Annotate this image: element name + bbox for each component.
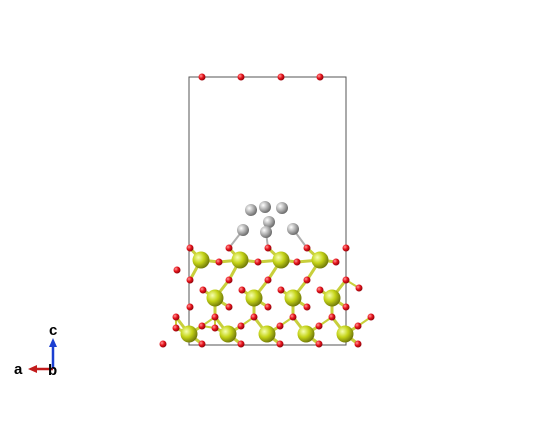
oxygen-atom[interactable] bbox=[276, 340, 284, 348]
metal-atom[interactable] bbox=[336, 325, 354, 343]
metal-atom[interactable] bbox=[192, 251, 210, 269]
metal-atom[interactable] bbox=[311, 251, 329, 269]
oxygen-atom[interactable] bbox=[293, 258, 301, 266]
unit-cell-outline bbox=[188, 76, 347, 346]
oxygen-atom[interactable] bbox=[316, 286, 324, 294]
oxygen-atom[interactable] bbox=[172, 324, 180, 332]
oxygen-atom[interactable] bbox=[225, 303, 233, 311]
oxygen-atom[interactable] bbox=[367, 313, 375, 321]
oxygen-atom[interactable] bbox=[225, 276, 233, 284]
oxygen-atom[interactable] bbox=[354, 322, 362, 330]
oxygen-atom[interactable] bbox=[332, 258, 340, 266]
metal-atom[interactable] bbox=[272, 251, 290, 269]
oxygen-atom[interactable] bbox=[238, 286, 246, 294]
metal-atom[interactable] bbox=[206, 289, 224, 307]
oxygen-atom[interactable] bbox=[172, 313, 180, 321]
oxygen-atom[interactable] bbox=[173, 266, 181, 274]
oxygen-atom[interactable] bbox=[199, 286, 207, 294]
oxygen-atom[interactable] bbox=[198, 73, 206, 81]
metal-atom[interactable] bbox=[180, 325, 198, 343]
oxygen-atom[interactable] bbox=[354, 340, 362, 348]
oxygen-atom[interactable] bbox=[315, 340, 323, 348]
oxygen-atom[interactable] bbox=[186, 244, 194, 252]
c-axis-label: c bbox=[49, 322, 57, 339]
oxygen-atom[interactable] bbox=[237, 340, 245, 348]
oxygen-atom[interactable] bbox=[316, 73, 324, 81]
oxygen-atom[interactable] bbox=[315, 322, 323, 330]
metal-atom[interactable] bbox=[245, 289, 263, 307]
oxygen-atom[interactable] bbox=[215, 258, 223, 266]
oxygen-atom[interactable] bbox=[342, 276, 350, 284]
oxygen-atom[interactable] bbox=[342, 244, 350, 252]
oxygen-atom[interactable] bbox=[264, 244, 272, 252]
oxygen-atom[interactable] bbox=[303, 244, 311, 252]
oxygen-atom[interactable] bbox=[254, 258, 262, 266]
oxygen-atom[interactable] bbox=[289, 313, 297, 321]
metal-atom[interactable] bbox=[231, 251, 249, 269]
adsorbate-atom[interactable] bbox=[237, 224, 249, 236]
oxygen-atom[interactable] bbox=[198, 340, 206, 348]
oxygen-atom[interactable] bbox=[277, 73, 285, 81]
oxygen-atom[interactable] bbox=[237, 73, 245, 81]
oxygen-atom[interactable] bbox=[198, 322, 206, 330]
metal-atom[interactable] bbox=[323, 289, 341, 307]
a-axis-label: a bbox=[14, 361, 23, 378]
axis-indicator: c a b bbox=[14, 322, 57, 379]
oxygen-atom[interactable] bbox=[237, 322, 245, 330]
metal-atom[interactable] bbox=[284, 289, 302, 307]
adsorbate-atom[interactable] bbox=[276, 202, 288, 214]
c-axis-arrowhead bbox=[49, 338, 57, 347]
a-axis-arrowhead bbox=[28, 365, 37, 373]
oxygen-atom[interactable] bbox=[303, 276, 311, 284]
metal-atom[interactable] bbox=[219, 325, 237, 343]
metal-atom[interactable] bbox=[258, 325, 276, 343]
oxygen-atom[interactable] bbox=[159, 340, 167, 348]
adsorbate-atom[interactable] bbox=[245, 204, 257, 216]
adsorbate-atom[interactable] bbox=[263, 216, 275, 228]
oxygen-atom[interactable] bbox=[355, 284, 363, 292]
adsorbate-atom[interactable] bbox=[287, 223, 299, 235]
oxygen-atom[interactable] bbox=[250, 313, 258, 321]
b-axis-label: b bbox=[48, 362, 57, 379]
oxygen-atom[interactable] bbox=[264, 303, 272, 311]
oxygen-atom[interactable] bbox=[303, 303, 311, 311]
oxygen-atom[interactable] bbox=[225, 244, 233, 252]
oxygen-atom[interactable] bbox=[186, 303, 194, 311]
oxygen-atom[interactable] bbox=[276, 322, 284, 330]
oxygen-atom[interactable] bbox=[328, 313, 336, 321]
oxygen-atom[interactable] bbox=[277, 286, 285, 294]
oxygen-atom[interactable] bbox=[211, 324, 219, 332]
atom-layer[interactable] bbox=[159, 73, 375, 348]
adsorbate-atom[interactable] bbox=[260, 226, 272, 238]
adsorbate-atom[interactable] bbox=[259, 201, 271, 213]
oxygen-atom[interactable] bbox=[342, 303, 350, 311]
metal-atom[interactable] bbox=[297, 325, 315, 343]
oxygen-atom[interactable] bbox=[186, 276, 194, 284]
oxygen-atom[interactable] bbox=[264, 276, 272, 284]
oxygen-atom[interactable] bbox=[211, 313, 219, 321]
